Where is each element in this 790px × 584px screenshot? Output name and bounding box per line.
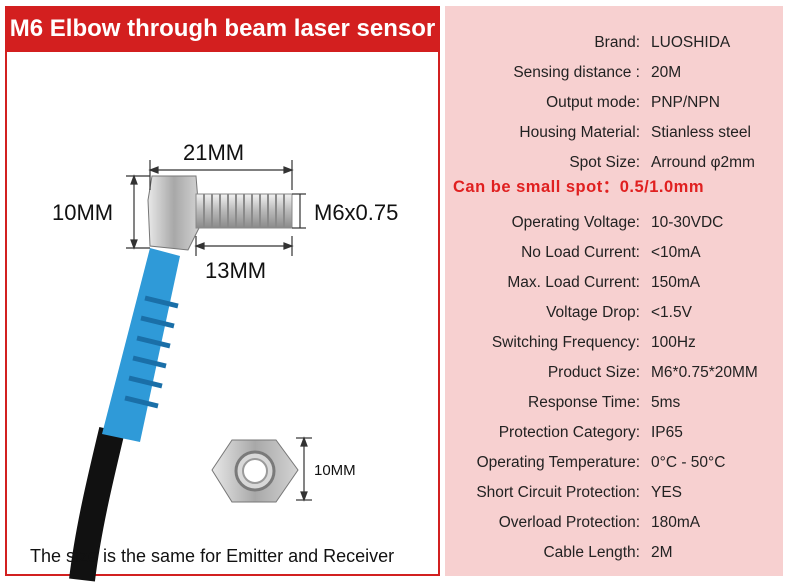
spec-row-spot-size: Spot Size: Arround φ2mm bbox=[445, 148, 783, 178]
spec-label: Operating Voltage: bbox=[511, 214, 640, 231]
spec-label: Spot Size: bbox=[569, 154, 640, 171]
blue-strain-relief bbox=[102, 248, 180, 442]
hex-body bbox=[147, 175, 201, 251]
small-spot-highlight: Can be small spot：0.5/1.0mm bbox=[453, 178, 705, 196]
emitter-receiver-caption: The size is the same for Emitter and Rec… bbox=[30, 546, 395, 566]
spec-label: Operating Temperature: bbox=[476, 454, 640, 471]
spec-row-response-time: Response Time: 5ms bbox=[445, 388, 783, 418]
spec-label: Sensing distance : bbox=[513, 64, 640, 81]
spec-value: 2M bbox=[651, 544, 673, 561]
thread-dimension-label: M6x0.75 bbox=[314, 200, 399, 225]
spec-value: 180mA bbox=[651, 514, 701, 531]
spec-value: <10mA bbox=[651, 244, 701, 261]
length-dimension-label: 21MM bbox=[183, 140, 245, 165]
spec-label: Output mode: bbox=[546, 94, 640, 111]
spec-value: PNP/NPN bbox=[651, 94, 720, 111]
cable bbox=[69, 426, 125, 582]
page-title: M6 Elbow through beam laser sensor bbox=[5, 6, 440, 52]
spec-value: <1.5V bbox=[651, 304, 692, 321]
spec-value: LUOSHIDA bbox=[651, 34, 731, 51]
specs-panel: Brand: LUOSHIDA Sensing distance : 20M O… bbox=[445, 6, 783, 576]
spec-label: Voltage Drop: bbox=[546, 304, 640, 321]
spec-row-product-size: Product Size: M6*0.75*20MM bbox=[445, 358, 783, 388]
spec-row-switching-frequency: Switching Frequency: 100Hz bbox=[445, 328, 783, 358]
spec-value: YES bbox=[651, 484, 683, 501]
spec-label: Response Time: bbox=[528, 394, 640, 411]
spec-row-max-load-current: Max. Load Current: 150mA bbox=[445, 268, 783, 298]
spec-label: Brand: bbox=[594, 34, 640, 51]
spec-row-cable-length: Cable Length: 2M bbox=[445, 538, 783, 568]
spec-value: 150mA bbox=[651, 274, 701, 291]
spec-label: Product Size: bbox=[547, 364, 640, 381]
spec-row-brand: Brand: LUOSHIDA bbox=[445, 28, 783, 58]
spec-label: Overload Protection: bbox=[498, 514, 640, 531]
sensor-illustration bbox=[69, 160, 312, 582]
height-dimension-label: 10MM bbox=[52, 200, 114, 225]
spec-label: Cable Length: bbox=[543, 544, 640, 561]
spec-row-housing-material: Housing Material: Stianless steel bbox=[445, 118, 783, 148]
spec-label: Protection Category: bbox=[498, 424, 640, 441]
spec-label: Housing Material: bbox=[519, 124, 640, 141]
spec-value: 100Hz bbox=[651, 334, 696, 351]
spec-value: 5ms bbox=[651, 394, 681, 411]
spec-row-operating-temperature: Operating Temperature: 0°C - 50°C bbox=[445, 448, 783, 478]
spec-label: No Load Current: bbox=[521, 244, 640, 261]
spec-value: M6*0.75*20MM bbox=[651, 364, 758, 381]
spec-row-no-load-current: No Load Current: <10mA bbox=[445, 238, 783, 268]
spec-label: Max. Load Current: bbox=[507, 274, 640, 291]
spec-row-operating-voltage: Operating Voltage: 10-30VDC bbox=[445, 208, 783, 238]
threaded-barrel bbox=[195, 193, 293, 229]
spec-row-sensing-distance: Sensing distance : 20M bbox=[445, 58, 783, 88]
dimension-lines bbox=[126, 160, 312, 502]
spec-label: Short Circuit Protection: bbox=[476, 484, 640, 501]
spec-row-short-circuit-protection: Short Circuit Protection: YES bbox=[445, 478, 783, 508]
spec-row-output-mode: Output mode: PNP/NPN bbox=[445, 88, 783, 118]
spec-value: Stianless steel bbox=[651, 124, 751, 141]
spec-row-voltage-drop: Voltage Drop: <1.5V bbox=[445, 298, 783, 328]
spec-value: 0°C - 50°C bbox=[651, 454, 726, 471]
thread-length-label: 13MM bbox=[205, 258, 267, 283]
spec-value: IP65 bbox=[651, 424, 683, 441]
spec-value: 10-30VDC bbox=[651, 214, 724, 231]
spec-row-protection-category: Protection Category: IP65 bbox=[445, 418, 783, 448]
spec-row-overload-protection: Overload Protection: 180mA bbox=[445, 508, 783, 538]
hex-nut bbox=[211, 439, 299, 503]
nut-dimension-label: 10MM bbox=[314, 462, 356, 479]
spec-value: Arround φ2mm bbox=[651, 154, 755, 171]
spec-label: Switching Frequency: bbox=[491, 334, 640, 351]
spec-value: 20M bbox=[651, 64, 682, 81]
